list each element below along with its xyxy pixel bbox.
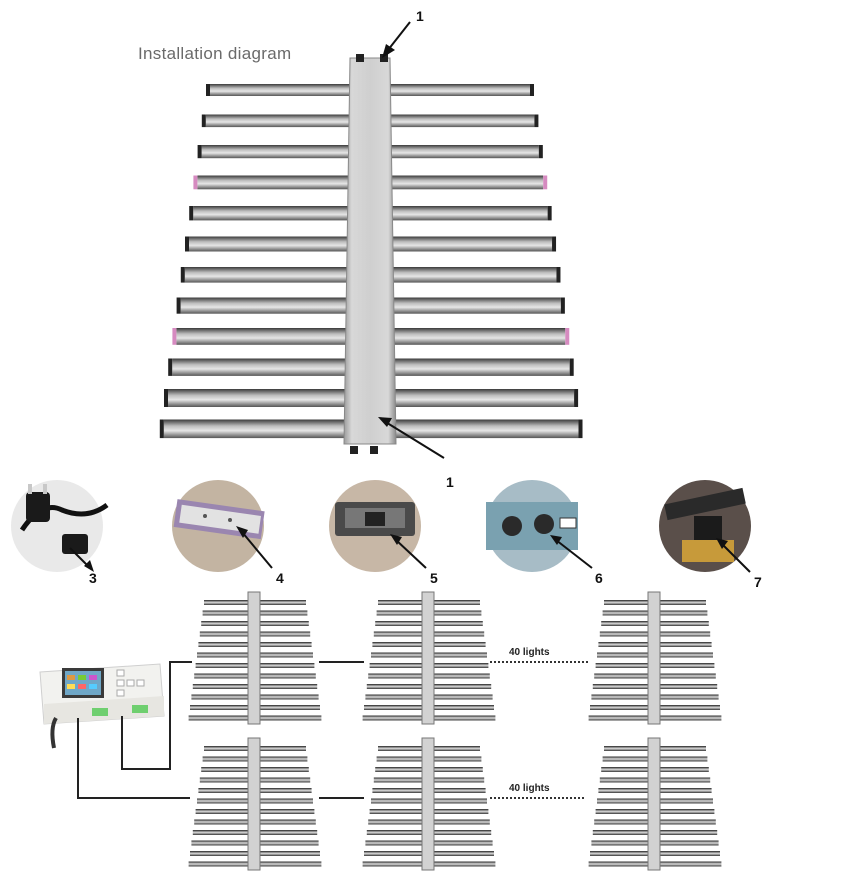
label-5: 5 [430, 570, 438, 586]
lights-count-row-1: 40 lights [509, 647, 550, 658]
bar-end-cap [538, 145, 543, 159]
mini-center-rail [647, 737, 661, 871]
bar-end-cap [172, 328, 177, 345]
rail-foot [380, 54, 388, 62]
bar-end-cap [176, 297, 181, 314]
bar-end-cap [180, 267, 185, 283]
bar-end-cap [530, 84, 534, 96]
bar-end-cap [534, 114, 539, 128]
bar-end-cap [552, 236, 557, 252]
label-7: 7 [754, 574, 762, 590]
bar-end-cap [193, 175, 198, 190]
mini-center-rail [247, 591, 261, 725]
bar-end-cap [159, 419, 164, 439]
bar-end-cap [201, 114, 206, 128]
dotted-links [490, 661, 588, 799]
mini-center-rail [421, 737, 435, 871]
mini-light-fixture [188, 591, 322, 725]
bar-end-cap [164, 389, 168, 407]
detail-circle-connector-port [659, 480, 751, 573]
bar-end-cap [185, 236, 189, 252]
mini-light-fixture [362, 591, 496, 725]
bar-end-cap [168, 358, 173, 376]
bar-end-cap [556, 267, 561, 283]
label-1-top: 1 [416, 8, 424, 24]
center-rail [343, 57, 397, 445]
label-1-bottom: 1 [446, 474, 454, 490]
mini-fixture-grid [188, 591, 722, 871]
bar-end-cap [547, 206, 552, 221]
mini-light-fixture [362, 737, 496, 871]
controller-unit [39, 663, 165, 749]
mini-light-fixture [588, 591, 722, 725]
bar-end-cap [574, 389, 579, 407]
label-4: 4 [276, 570, 284, 586]
lights-count-row-2: 40 lights [509, 783, 550, 794]
bar-end-cap [578, 419, 583, 439]
rail-foot [370, 446, 378, 454]
label-6: 6 [595, 570, 603, 586]
bar-end-cap [543, 175, 548, 190]
mini-light-fixture [188, 737, 322, 871]
detail-circle-power-cord [11, 480, 109, 572]
mini-center-rail [247, 737, 261, 871]
detail-circle-bar-connector [329, 480, 427, 572]
diagram-title: Installation diagram [138, 44, 292, 63]
arrow-label-1-bottom [378, 417, 445, 459]
detail-circle-mount-plate [172, 480, 273, 572]
wiring [77, 661, 364, 799]
arrow-label-1-top [382, 21, 411, 58]
label-3: 3 [89, 570, 97, 586]
detail-circle-dimmer-knobs [486, 480, 593, 572]
main-light-fixture [159, 54, 583, 454]
bar-end-cap [569, 358, 574, 376]
mini-center-rail [421, 591, 435, 725]
bar-end-cap [206, 84, 210, 96]
bar-end-cap [560, 297, 565, 314]
bar-end-cap [189, 206, 194, 221]
rail-foot [356, 54, 364, 62]
bar-end-cap [197, 145, 202, 159]
rail-foot [350, 446, 358, 454]
mini-light-fixture [588, 737, 722, 871]
mini-center-rail [647, 591, 661, 725]
bar-end-cap [565, 328, 570, 345]
